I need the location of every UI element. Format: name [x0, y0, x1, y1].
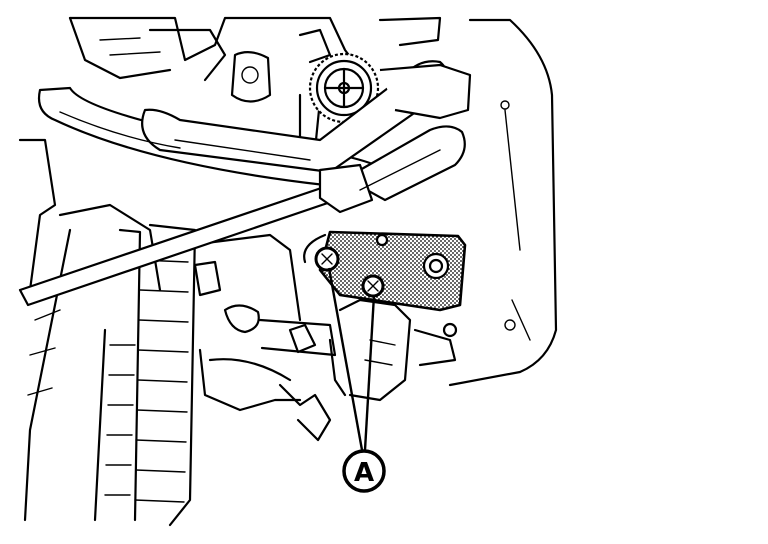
- callout-label: A: [354, 458, 374, 488]
- lower-components: [188, 233, 457, 442]
- diagonal-tube: [18, 178, 362, 307]
- bolt: [314, 246, 340, 272]
- callout-a: A: [342, 449, 386, 493]
- gear: [308, 52, 380, 124]
- radiator-fins: [93, 223, 197, 527]
- hose-bundle: [37, 60, 472, 214]
- body-panel: [448, 18, 558, 387]
- callout-leader-lines: [327, 267, 376, 451]
- bolt: [361, 274, 385, 298]
- bracket: [303, 230, 467, 338]
